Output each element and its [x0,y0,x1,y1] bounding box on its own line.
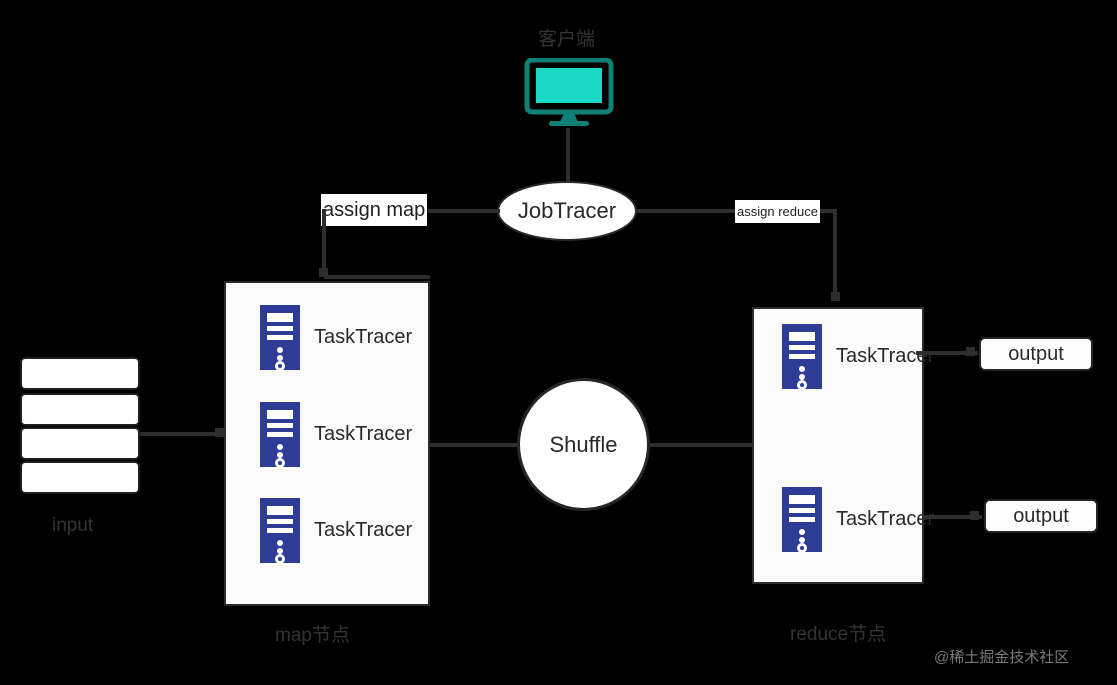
edge-output-1-arrowhead [966,347,975,356]
assign-map-label: assign map [321,194,428,226]
input-block [20,393,140,426]
reduce-tasktracer-1[interactable]: TaskTracer [782,324,935,390]
tasktracer-label: TaskTracer [836,508,935,530]
tasktracer-label: TaskTracer [314,423,413,445]
input-block [20,461,140,494]
map-tasktracer-1[interactable]: TaskTracer [260,305,413,371]
monitor-icon [524,57,614,130]
client-caption: 客户端 [538,29,596,50]
tasktracer-label: TaskTracer [836,345,935,367]
reduce-cluster-caption: reduce节点 [790,624,887,645]
map-tasktracer-2[interactable]: TaskTracer [260,402,413,468]
map-cluster-caption: map节点 [275,625,350,646]
output-box-2[interactable]: output [984,499,1098,533]
tasktracer-label: TaskTracer [314,519,413,541]
shuffle-label: Shuffle [549,431,618,457]
tasktracer-label: TaskTracer [314,326,413,348]
server-icon [782,324,822,390]
edge-assign-map-arrowhead [319,268,328,277]
edge-input-to-map [140,432,224,436]
server-icon [260,402,300,468]
edge-assign-map-stub [324,275,430,279]
server-icon [260,305,300,371]
map-cluster-panel [224,281,430,606]
output-box-1[interactable]: output [979,337,1093,371]
watermark: @稀土掘金技术社区 [934,649,1070,666]
edge-assign-map-horizontal [428,209,500,213]
edge-shuffle-to-reduce [650,443,754,447]
output-label: output [1013,504,1069,527]
edge-reduce-to-output-2 [924,515,982,519]
edge-output-2-arrowhead [970,511,979,520]
input-caption: input [52,515,94,536]
edge-assign-map-vertical [322,209,326,274]
server-icon [260,498,300,564]
jobtracer-label: JobTracer [517,198,617,223]
server-icon [782,487,822,553]
reduce-cluster-panel [752,307,924,584]
input-block [20,357,140,390]
output-label: output [1008,342,1064,365]
edge-assign-reduce-arrowhead [831,292,840,301]
edge-client-to-jobtracer [566,128,570,184]
jobtracer-node[interactable]: JobTracer [497,181,637,241]
edge-map-to-shuffle [430,443,520,447]
input-stack [0,357,160,497]
input-block [20,427,140,460]
shuffle-node[interactable]: Shuffle [517,378,650,511]
edge-input-to-map-arrowhead [215,428,224,437]
map-tasktracer-3[interactable]: TaskTracer [260,498,413,564]
assign-reduce-label: assign reduce [735,200,820,223]
edge-assign-reduce-vertical [833,209,837,299]
edge-reduce-to-output-1 [916,351,978,355]
reduce-tasktracer-2[interactable]: TaskTracer [782,487,935,553]
